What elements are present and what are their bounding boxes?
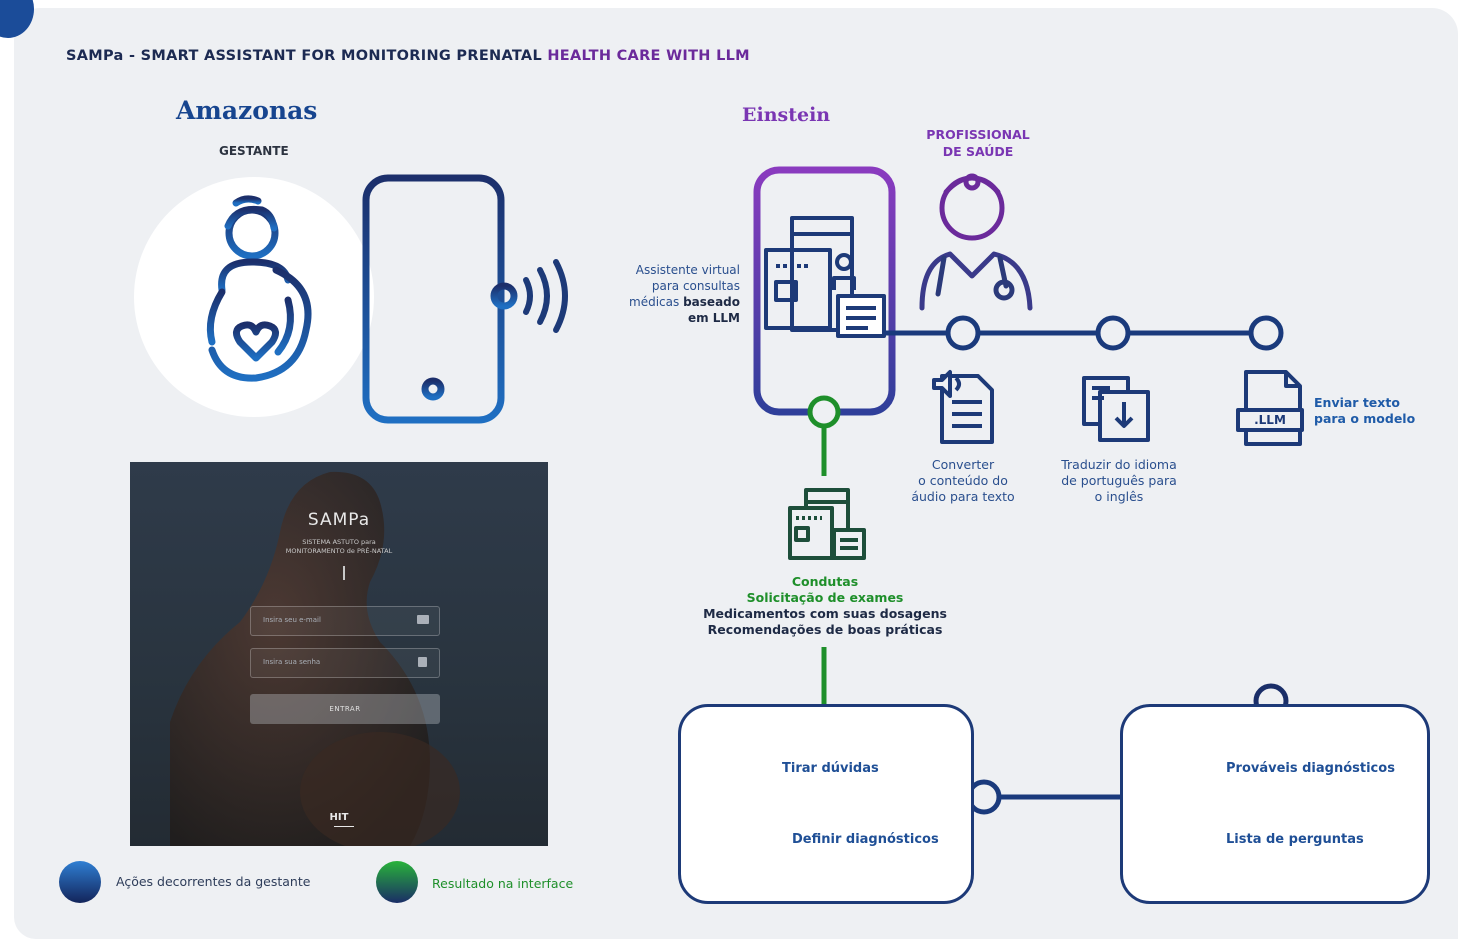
woman-silhouette — [170, 471, 460, 846]
step-convert-line2: o conteúdo do — [918, 473, 1008, 488]
email-placeholder: Insira seu e-mail — [263, 616, 321, 624]
role-professional-line1: PROFISSIONAL — [926, 127, 1030, 142]
assistant-line3-regular: médicas — [629, 295, 680, 309]
patient-phone-icon — [362, 174, 518, 424]
region-einstein: Einstein — [742, 104, 831, 126]
condutas-line4: Recomendações de boas práticas — [707, 622, 943, 637]
assistant-description: Assistente virtual para consultas médica… — [604, 262, 740, 326]
assistant-line2: para consultas — [651, 279, 740, 293]
hit-logo-underline — [334, 826, 354, 827]
title-part-2: HEALTH CARE WITH LLM — [547, 48, 750, 64]
assistant-line3-bold: baseado — [683, 295, 740, 309]
password-placeholder: Insira sua senha — [263, 658, 321, 666]
email-field[interactable]: Insira seu e-mail — [250, 606, 440, 636]
assistant-line4: em LLM — [687, 311, 740, 325]
send-line2: para o modelo — [1314, 411, 1416, 426]
step-translate-line1: Traduzir do idioma — [1061, 457, 1177, 472]
flow-nodes-top — [945, 315, 1284, 351]
app-brand: SAMPa — [307, 510, 371, 530]
role-professional-line2: DE SAÚDE — [942, 144, 1014, 159]
audio-document-icon — [932, 370, 994, 444]
llm-file-icon — [1236, 370, 1304, 446]
card-patient-actions — [678, 704, 974, 904]
lock-icon — [418, 657, 427, 667]
step-translate: Traduzir do idioma de português para o i… — [1046, 457, 1192, 505]
step-convert-line3: áudio para texto — [911, 489, 1015, 504]
title-part-1: SAMPa - SMART ASSISTANT FOR MONITORING P… — [66, 48, 542, 64]
role-professional: PROFISSIONAL DE SAÚDE — [912, 126, 1044, 160]
card-right-item1: Prováveis diagnósticos — [1226, 761, 1395, 776]
app-cursor — [343, 566, 345, 580]
translate-document-icon — [1082, 376, 1150, 442]
role-gestante: GESTANTE — [219, 144, 289, 158]
legend-green-dot — [376, 861, 418, 903]
card-right-item2: Lista de perguntas — [1226, 832, 1364, 847]
gestante-circle — [134, 177, 374, 417]
condutas-line1: Condutas — [791, 574, 859, 589]
signal-waves-icon — [523, 259, 568, 333]
step-translate-line2: de português para — [1061, 473, 1177, 488]
condutas-line2: Solicitação de exames — [746, 590, 904, 605]
assistant-line3: médicas baseado — [604, 294, 740, 310]
legend-green-label: Resultado na interface — [432, 876, 574, 891]
pregnant-woman-icon — [206, 195, 312, 382]
hit-logo: HIT — [329, 812, 349, 823]
card-model-results — [1120, 704, 1430, 904]
mail-icon — [417, 615, 429, 624]
card-left-item2: Definir diagnósticos — [792, 832, 939, 847]
llm-file-label: .LLM — [1254, 413, 1286, 427]
step-convert-line1: Converter — [931, 457, 995, 472]
legend-blue-label: Ações decorrentes da gestante — [116, 874, 311, 889]
password-field[interactable]: Insira sua senha — [250, 648, 440, 678]
medical-record-icon — [764, 216, 886, 338]
send-to-model-text: Enviar texto para o modelo — [1314, 395, 1415, 427]
condutas-document-icon — [788, 488, 866, 560]
legend-blue-dot — [59, 861, 101, 903]
app-subtitle: SISTEMA ASTUTO para MONITORAMENTO de PRÉ… — [130, 538, 548, 556]
step-convert-audio: Converter o conteúdo do áudio para texto — [898, 457, 1028, 505]
app-subtitle-line1: SISTEMA ASTUTO para — [302, 538, 376, 546]
condutas-text: Condutas Solicitação de exames Medicamen… — [690, 574, 960, 638]
step-translate-line3: o inglês — [1094, 489, 1144, 504]
send-line1: Enviar texto — [1314, 395, 1400, 410]
condutas-line3: Medicamentos com suas dosagens — [703, 606, 947, 621]
assistant-line1: Assistente virtual — [635, 263, 740, 277]
doctor-icon — [919, 173, 1033, 311]
flow-node-green — [807, 395, 841, 429]
diagram-title: SAMPa - SMART ASSISTANT FOR MONITORING P… — [66, 48, 750, 64]
app-subtitle-line2: MONITORAMENTO de PRÉ-NATAL — [285, 547, 393, 555]
app-login-screenshot: SAMPa SISTEMA ASTUTO para MONITORAMENTO … — [130, 462, 548, 846]
login-button[interactable]: ENTRAR — [250, 694, 440, 724]
region-amazonas: Amazonas — [176, 96, 318, 125]
card-left-item1: Tirar dúvidas — [782, 761, 879, 776]
